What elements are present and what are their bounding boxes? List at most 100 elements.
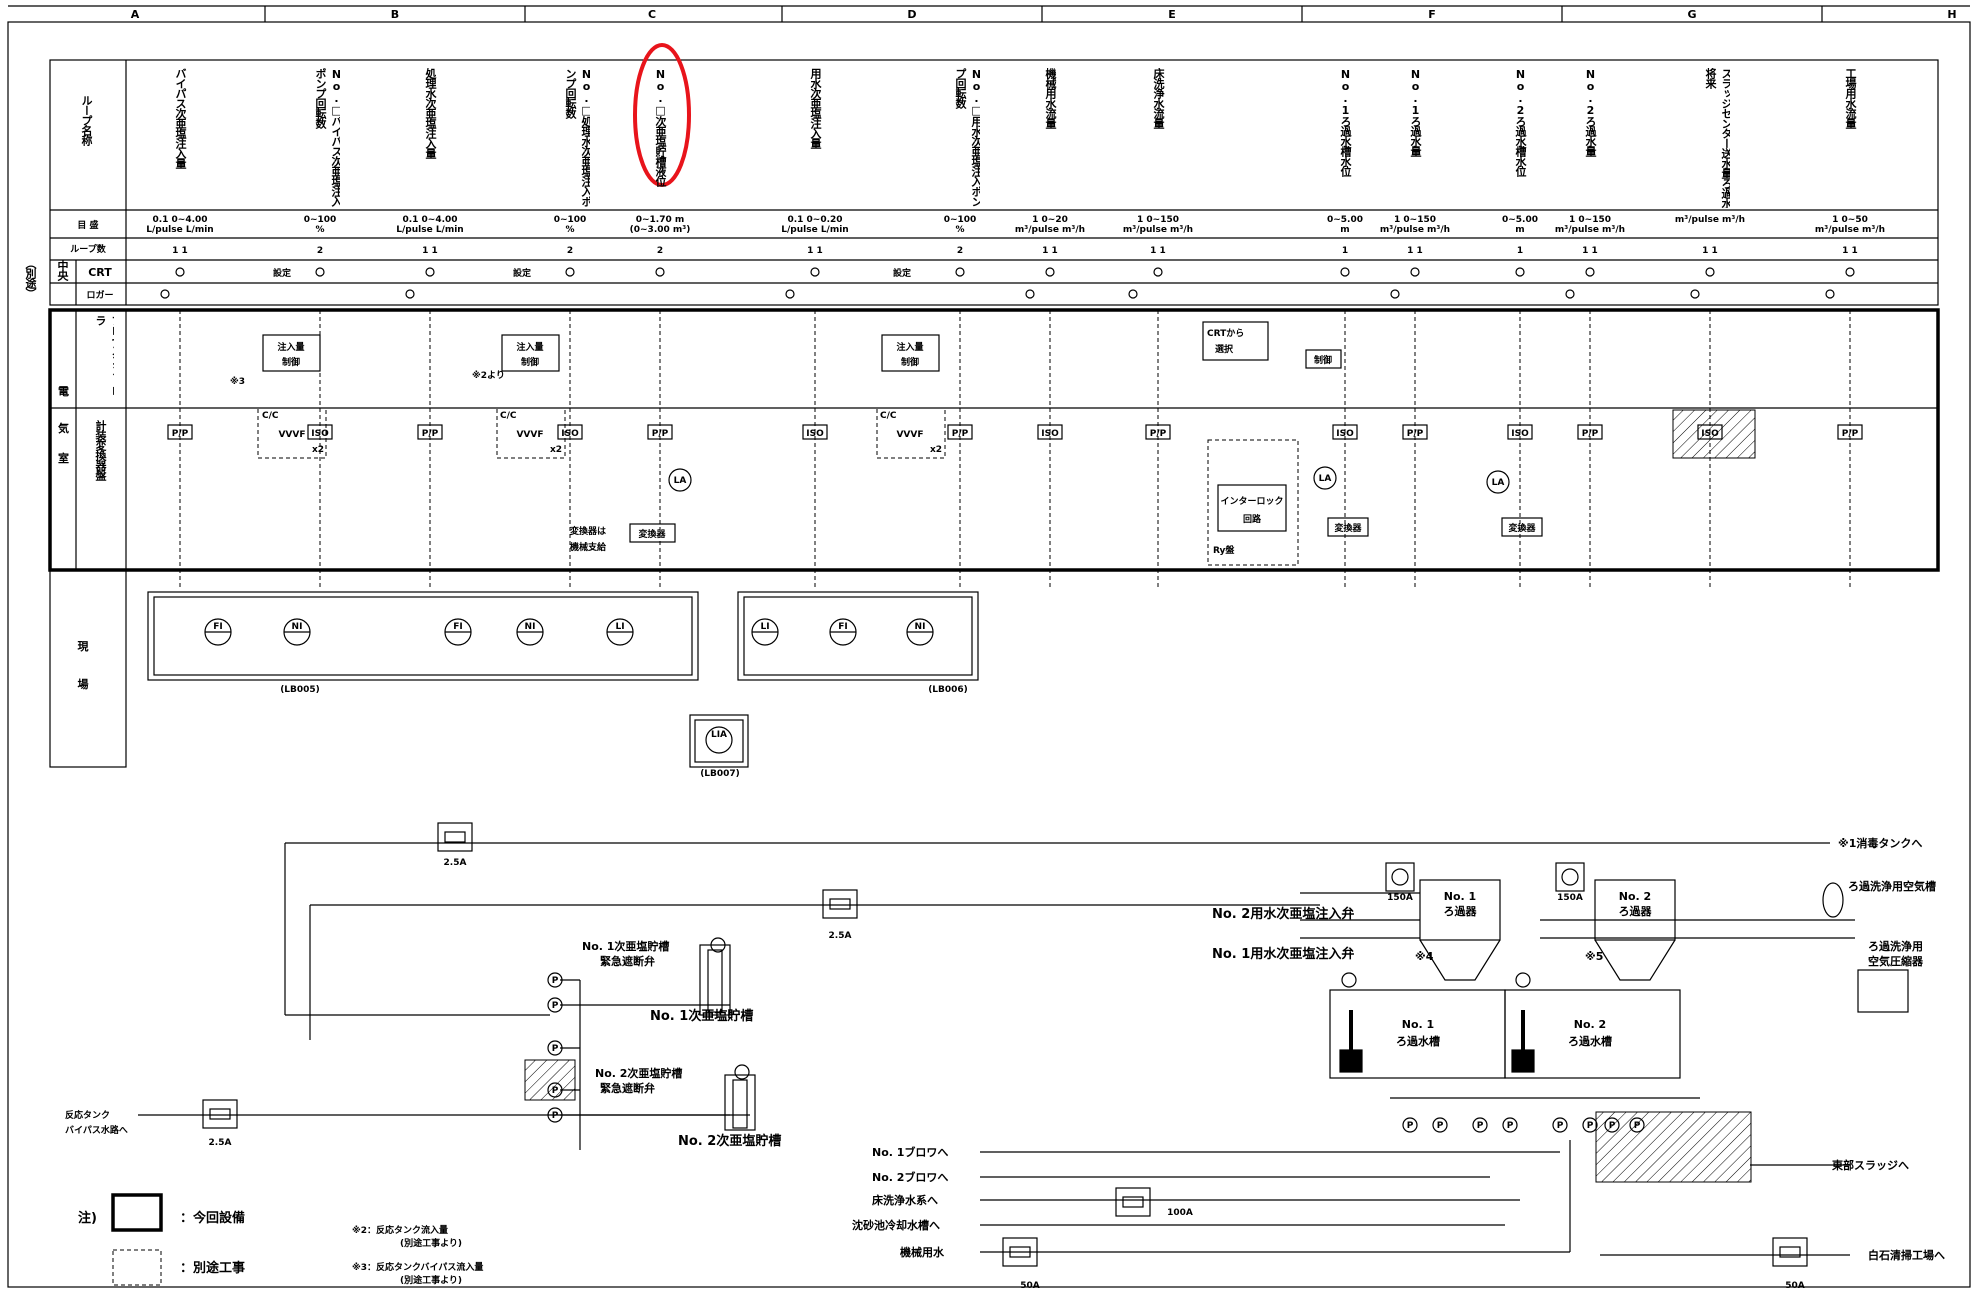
vvvf-label: VVVF (896, 430, 923, 440)
pump-icon (1604, 1117, 1620, 1133)
iso-label: ISO (1511, 429, 1529, 439)
iso-label: P/P (952, 429, 969, 439)
row-genba: 現 (78, 640, 89, 653)
converter-box (629, 523, 676, 543)
iso-label: ISO (1336, 429, 1354, 439)
loop-name: スラッジセンター送水量ろ過水将来 (1704, 68, 1730, 208)
loop-scale: m³/pulse m³/h (1015, 225, 1085, 235)
pump-icon (1502, 1117, 1518, 1133)
note2-label: ※2より (472, 370, 505, 381)
svg-text:NI: NI (525, 622, 536, 632)
interlock-box (1217, 484, 1287, 532)
flow-element (1772, 1237, 1808, 1267)
inject-ctrl-label: 注入量 (896, 341, 923, 353)
highlight-ellipse (633, 43, 691, 187)
loop-name: 処理水次亜塩注入量 (424, 68, 437, 158)
loop-name: 床洗浄水流量 (1152, 68, 1165, 128)
la-alarm (1486, 470, 1510, 494)
row-central: 中央 (56, 260, 69, 280)
crt-select-label: CRTから (1207, 328, 1244, 339)
no2-storage-label: No. 2次亜塩貯槽 (678, 1133, 781, 1149)
loop-scale: m³/pulse m³/h (1675, 215, 1745, 225)
loop-count: 2 (657, 246, 663, 256)
lb007-label: (LB007) (700, 769, 740, 779)
header-table (49, 59, 1939, 306)
crt-select-box (1202, 321, 1269, 361)
loop-scale: L/pulse L/min (146, 225, 213, 235)
svg-text:LIA: LIA (711, 730, 727, 740)
loop-scale: m (1340, 225, 1349, 235)
inject-ctrl-label: 注入量 (277, 341, 304, 353)
vvvf-label: VVVF (516, 430, 543, 440)
loop-count: 1 1 (1702, 246, 1718, 256)
air-comp-label: 空気圧縮器 (1868, 954, 1924, 968)
row-betto: （別途） (24, 258, 37, 298)
loop-count: 1 1 (807, 246, 823, 256)
inject-ctrl-label: 制御 (901, 356, 919, 368)
converter-box-1 (1327, 517, 1369, 537)
size-label: 150A (1557, 893, 1583, 903)
to-tank1-label: ※1消毒タンクへ (1838, 836, 1922, 850)
reaction-tank-label: バイパス水路へ (65, 1124, 128, 1136)
pump-icon (1472, 1117, 1488, 1133)
loop-scale: 1 0~50 (1832, 215, 1868, 225)
ry-panel (1207, 439, 1299, 566)
loop-count: 1 1 (1407, 246, 1423, 256)
svg-text:P: P (552, 976, 559, 986)
pump-icon (1432, 1117, 1448, 1133)
converter-box-2 (1501, 517, 1543, 537)
loop-name: No.2ろ過水量 (1584, 68, 1597, 156)
control-small-box (1305, 349, 1342, 369)
inject-ctrl-label: 制御 (282, 356, 300, 368)
note3-text: ※3：反応タンクバイパス流入量 (352, 1261, 483, 1273)
logger-point (1390, 289, 1400, 299)
loop-scale: L/pulse L/min (396, 225, 463, 235)
converter-note: 機械支給 (570, 541, 607, 553)
field-panel-lb006 (737, 591, 979, 681)
basin-label: No. 1 (1402, 1018, 1434, 1031)
svg-text:LA: LA (1319, 474, 1332, 484)
iso-label: P/P (652, 429, 669, 439)
svg-text:NI: NI (292, 622, 303, 632)
no2-storage-valve-label: No. 2次亜塩貯槽 (595, 1066, 682, 1080)
svg-text:LI: LI (760, 622, 769, 632)
flow-element (437, 822, 473, 852)
loop-scale: 0~1.70 m (636, 215, 685, 225)
loop-count: 2 (317, 246, 323, 256)
ry-label: Ry盤 (1213, 544, 1235, 556)
grid-col-C: C (648, 8, 656, 21)
loop-scale: % (955, 225, 964, 235)
crt-select-label: 選択 (1215, 343, 1234, 355)
setting-label: 設定 (893, 267, 912, 279)
inject-control-box-3 (881, 334, 940, 372)
loop-scale: 0.1 0~4.00 (402, 215, 457, 225)
loop-scale: 0~100 (304, 215, 337, 225)
loop-count: 1 1 (1582, 246, 1598, 256)
interlock-label: インターロック (1220, 495, 1283, 507)
inject-ctrl-label: 注入量 (516, 341, 543, 353)
setting-label: 設定 (513, 267, 532, 279)
note2-text: ※2：反応タンク流入量 (352, 1224, 448, 1236)
row-loop-count: ループ数 (70, 243, 106, 255)
pump-icon (1582, 1117, 1598, 1133)
iso-label: P/P (1407, 429, 1424, 439)
sludge-hatched-area (1595, 1111, 1752, 1183)
loop-scale: 1 0~20 (1032, 215, 1068, 225)
svg-text:P: P (1609, 1121, 1616, 1131)
vvvf-group-2 (496, 407, 566, 459)
pump-icon (1552, 1117, 1568, 1133)
loop-scale: 0.1 0~0.20 (787, 215, 842, 225)
svg-text:P: P (552, 1111, 559, 1121)
interlock-label: 回路 (1243, 513, 1262, 525)
loop-scale: m³/pulse m³/h (1123, 225, 1193, 235)
loop-count: 1 1 (1042, 246, 1058, 256)
loop-name: No.1ろ過水量 (1409, 68, 1422, 156)
